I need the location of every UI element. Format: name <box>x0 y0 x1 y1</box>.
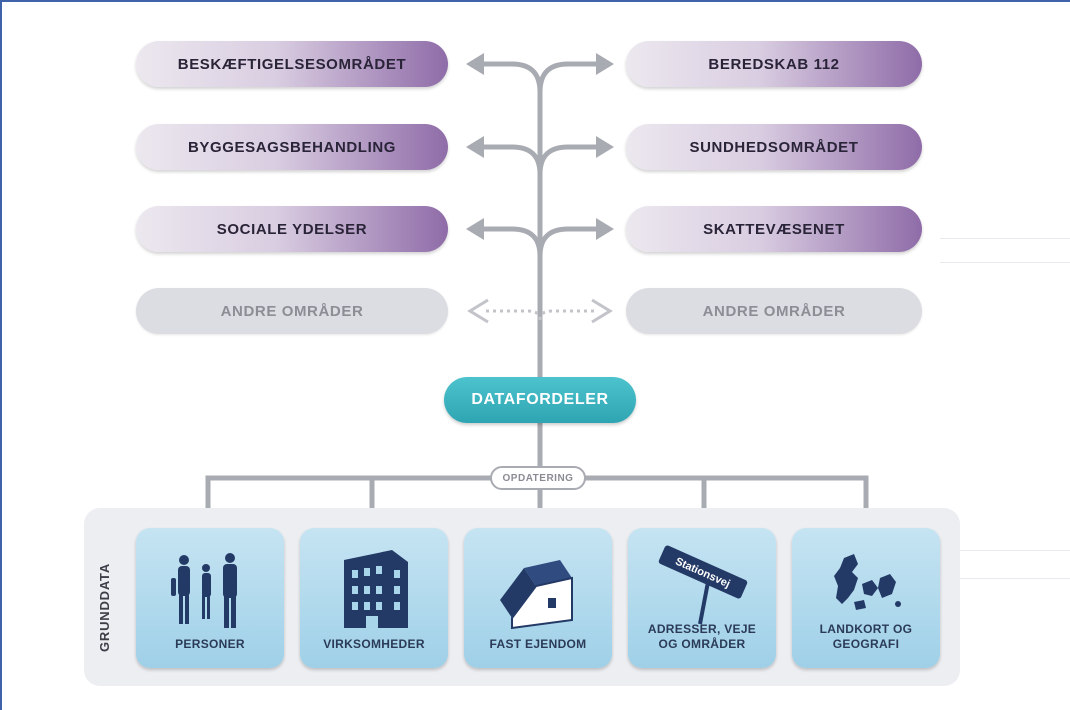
building-icon <box>344 550 408 628</box>
branch-left-2 <box>475 144 543 177</box>
arrowhead <box>466 53 484 75</box>
area-label: BESKÆFTIGELSESOMRÅDET <box>177 55 407 73</box>
people-icon <box>171 553 237 628</box>
update-badge: OPDATERING <box>490 466 586 490</box>
denmark-map-icon <box>834 554 901 610</box>
card-label: LANDKORT OG GEOGRAFI <box>819 622 913 651</box>
area-label: SUNDHEDSOMRÅDET <box>689 138 859 156</box>
branch-right-2 <box>537 144 605 177</box>
grunddata-card-landkort: LANDKORT OG GEOGRAFI <box>792 528 940 668</box>
update-label: OPDATERING <box>502 472 574 484</box>
background-rule <box>940 238 1070 239</box>
arrowheads <box>466 53 614 240</box>
arrowhead <box>596 218 614 240</box>
frame-border-left <box>0 0 2 710</box>
area-sociale-ydelser: SOCIALE YDELSER <box>136 206 448 252</box>
arrowhead <box>596 53 614 75</box>
area-sundhed: SUNDHEDSOMRÅDET <box>626 124 922 170</box>
card-label: FAST EJENDOM <box>489 637 587 651</box>
area-label: BYGGESAGSBEHANDLING <box>187 138 397 156</box>
area-beredskab: BEREDSKAB 112 <box>626 41 922 87</box>
area-skattevaesenet: SKATTEVÆSENET <box>626 206 922 252</box>
arrowhead <box>466 218 484 240</box>
frame-border-top <box>0 0 1070 2</box>
area-label: ANDRE OMRÅDER <box>702 302 846 320</box>
card-label: PERSONER <box>175 637 245 651</box>
grunddata-side-label: GRUNDDATA <box>90 548 120 666</box>
house-icon <box>500 560 573 630</box>
grunddata-card-adresser: Stationsvej ADRESSER, VEJE OG OMRÅDER <box>628 528 776 668</box>
branch-left-1 <box>475 61 543 95</box>
background-rule <box>940 578 1070 579</box>
dotted-branch <box>486 309 594 321</box>
branch-right-1 <box>537 61 605 95</box>
background-rule <box>940 550 1070 551</box>
hub-label: DATAFORDELER <box>471 391 609 408</box>
area-byggesag: BYGGESAGSBEHANDLING <box>136 124 448 170</box>
arrowhead <box>596 136 614 158</box>
street-sign-icon: Stationsvej <box>658 545 748 625</box>
arrowhead <box>466 136 484 158</box>
card-label: ADRESSER, VEJE OG OMRÅDER <box>647 622 757 651</box>
area-label: ANDRE OMRÅDER <box>220 302 364 320</box>
area-beskaeftigelse: BESKÆFTIGELSESOMRÅDET <box>136 41 448 87</box>
branch-left-3 <box>475 226 543 259</box>
open-arrowhead <box>591 298 613 324</box>
datafordeler-hub: DATAFORDELER <box>444 377 636 423</box>
grunddata-card-virksomheder: VIRKSOMHEDER <box>300 528 448 668</box>
grunddata-card-fast-ejendom: FAST EJENDOM <box>464 528 612 668</box>
card-label: VIRKSOMHEDER <box>323 637 425 651</box>
area-andre-right: ANDRE OMRÅDER <box>626 288 922 334</box>
branch-right-3 <box>537 226 605 259</box>
grunddata-card-personer: PERSONER <box>136 528 284 668</box>
background-rule <box>940 262 1070 263</box>
area-label: SKATTEVÆSENET <box>703 220 845 238</box>
area-label: BEREDSKAB 112 <box>708 55 840 73</box>
grunddata-label: GRUNDDATA <box>97 562 113 652</box>
area-andre-left: ANDRE OMRÅDER <box>136 288 448 334</box>
area-label: SOCIALE YDELSER <box>216 220 368 238</box>
open-arrowhead <box>467 298 489 324</box>
